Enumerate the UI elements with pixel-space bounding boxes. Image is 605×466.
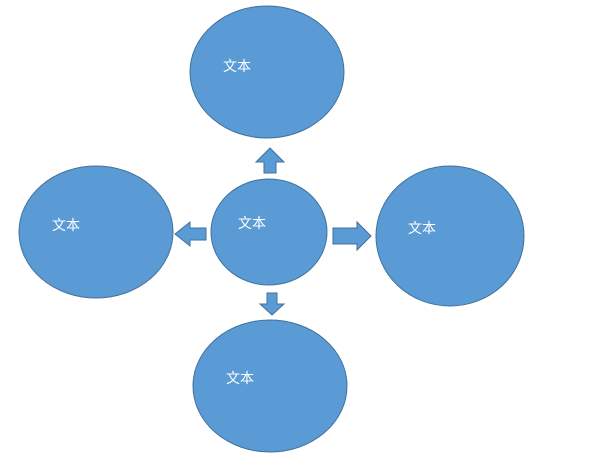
node-bottom-shape bbox=[192, 319, 348, 453]
node-right-label: 文本 bbox=[408, 221, 436, 237]
node-left-label: 文本 bbox=[52, 218, 80, 234]
node-bottom[interactable]: 文本 bbox=[192, 319, 348, 453]
arrow-left-icon bbox=[174, 220, 207, 248]
node-left-shape bbox=[18, 165, 174, 299]
arrow-down-icon bbox=[258, 292, 286, 316]
node-top-label: 文本 bbox=[223, 59, 251, 75]
node-bottom-label: 文本 bbox=[226, 371, 254, 387]
node-top[interactable]: 文本 bbox=[189, 5, 345, 139]
node-top-shape bbox=[189, 5, 345, 139]
node-right[interactable]: 文本 bbox=[375, 165, 525, 307]
node-left[interactable]: 文本 bbox=[18, 165, 174, 299]
arrow-right-icon bbox=[332, 220, 372, 252]
node-center-shape bbox=[210, 178, 328, 286]
node-center[interactable]: 文本 bbox=[210, 178, 328, 286]
arrow-up-icon bbox=[254, 147, 286, 174]
node-right-shape bbox=[375, 165, 525, 307]
node-center-label: 文本 bbox=[238, 216, 266, 232]
